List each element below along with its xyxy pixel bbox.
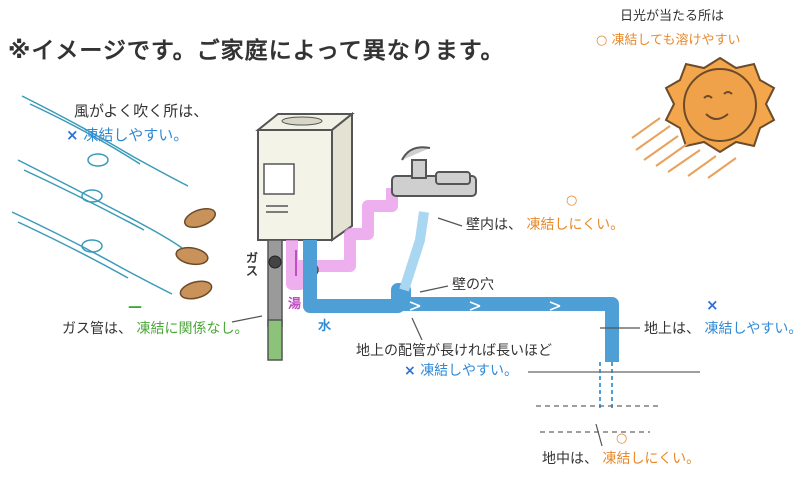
gas-note-mark: — xyxy=(128,300,142,314)
heading: ※イメージです。ご家庭によって異なります。 xyxy=(8,38,505,64)
dash-mark-icon: — xyxy=(128,299,142,315)
sun-note-line2-wrap: ○ 凍結しても溶けやすい xyxy=(596,34,740,47)
wall-inside-highlight: 凍結しにくい。 xyxy=(526,217,625,233)
cross-mark-icon: × xyxy=(66,126,79,144)
hot-pipe xyxy=(286,188,398,290)
long-pipe-note-line2: 凍結しやすい。 xyxy=(420,363,519,379)
above-ground-prefix: 地上は、 xyxy=(644,321,700,337)
water-heater xyxy=(255,111,355,242)
ground-lines xyxy=(528,371,700,433)
wall-inside-mark: ○ xyxy=(566,194,577,207)
underground-mark: ○ xyxy=(616,432,627,445)
sun-rays xyxy=(631,117,737,179)
wall-hole-label: 壁の穴 xyxy=(452,277,494,293)
underground-highlight: 凍結しにくい。 xyxy=(602,451,701,467)
wind-lines xyxy=(11,95,189,295)
gas-note-highlight: 凍結に関係なし。 xyxy=(136,321,249,337)
wall-inside-prefix: 壁内は、 xyxy=(466,217,522,233)
underground-note: 地中は、 凍結しにくい。 xyxy=(542,452,700,466)
gas-valve-icon xyxy=(268,255,282,269)
gas-note: ガス管は、 凍結に関係なし。 xyxy=(62,322,248,336)
water-label: 水 xyxy=(318,319,332,334)
cross-mark-icon: × xyxy=(706,296,719,314)
flow-arrows xyxy=(409,301,561,311)
circle-mark-icon: ○ xyxy=(616,431,628,446)
wind-note-line1: 風がよく吹く所は、 xyxy=(74,102,209,120)
above-ground-mark: × xyxy=(706,298,719,313)
leaf-icon xyxy=(175,207,217,300)
sun-note-line2: 凍結しても溶けやすい xyxy=(611,33,741,48)
gas-label: ガス xyxy=(246,251,259,279)
gas-pipe xyxy=(267,239,283,327)
long-pipe-note-line2-wrap: × 凍結しやすい。 xyxy=(404,364,518,378)
leader-lines xyxy=(231,217,640,447)
cross-mark-icon: × xyxy=(404,363,416,379)
gas-pipe-base xyxy=(267,319,283,361)
sun-note-line1: 日光が当たる所は xyxy=(620,9,725,24)
underground-prefix: 地中は、 xyxy=(542,451,598,467)
water-pipe xyxy=(303,240,619,362)
sun-icon xyxy=(664,56,776,154)
long-pipe-note-line1: 地上の配管が長ければ長いほど xyxy=(356,343,552,359)
faucet-icon xyxy=(391,146,477,197)
gas-note-prefix: ガス管は、 xyxy=(62,321,132,337)
wind-note-line2: 凍結しやすい。 xyxy=(83,126,189,144)
wall-inside-note: 壁内は、 凍結しにくい。 xyxy=(466,218,624,232)
hot-label: 湯 xyxy=(288,297,302,312)
wind-note-line2-wrap: × 凍結しやすい。 xyxy=(66,128,188,143)
above-ground-note: 地上は、 凍結しやすい。 xyxy=(644,322,800,336)
above-ground-highlight: 凍結しやすい。 xyxy=(704,321,800,337)
circle-mark-icon: ○ xyxy=(596,33,608,48)
circle-mark-icon: ○ xyxy=(566,193,578,208)
